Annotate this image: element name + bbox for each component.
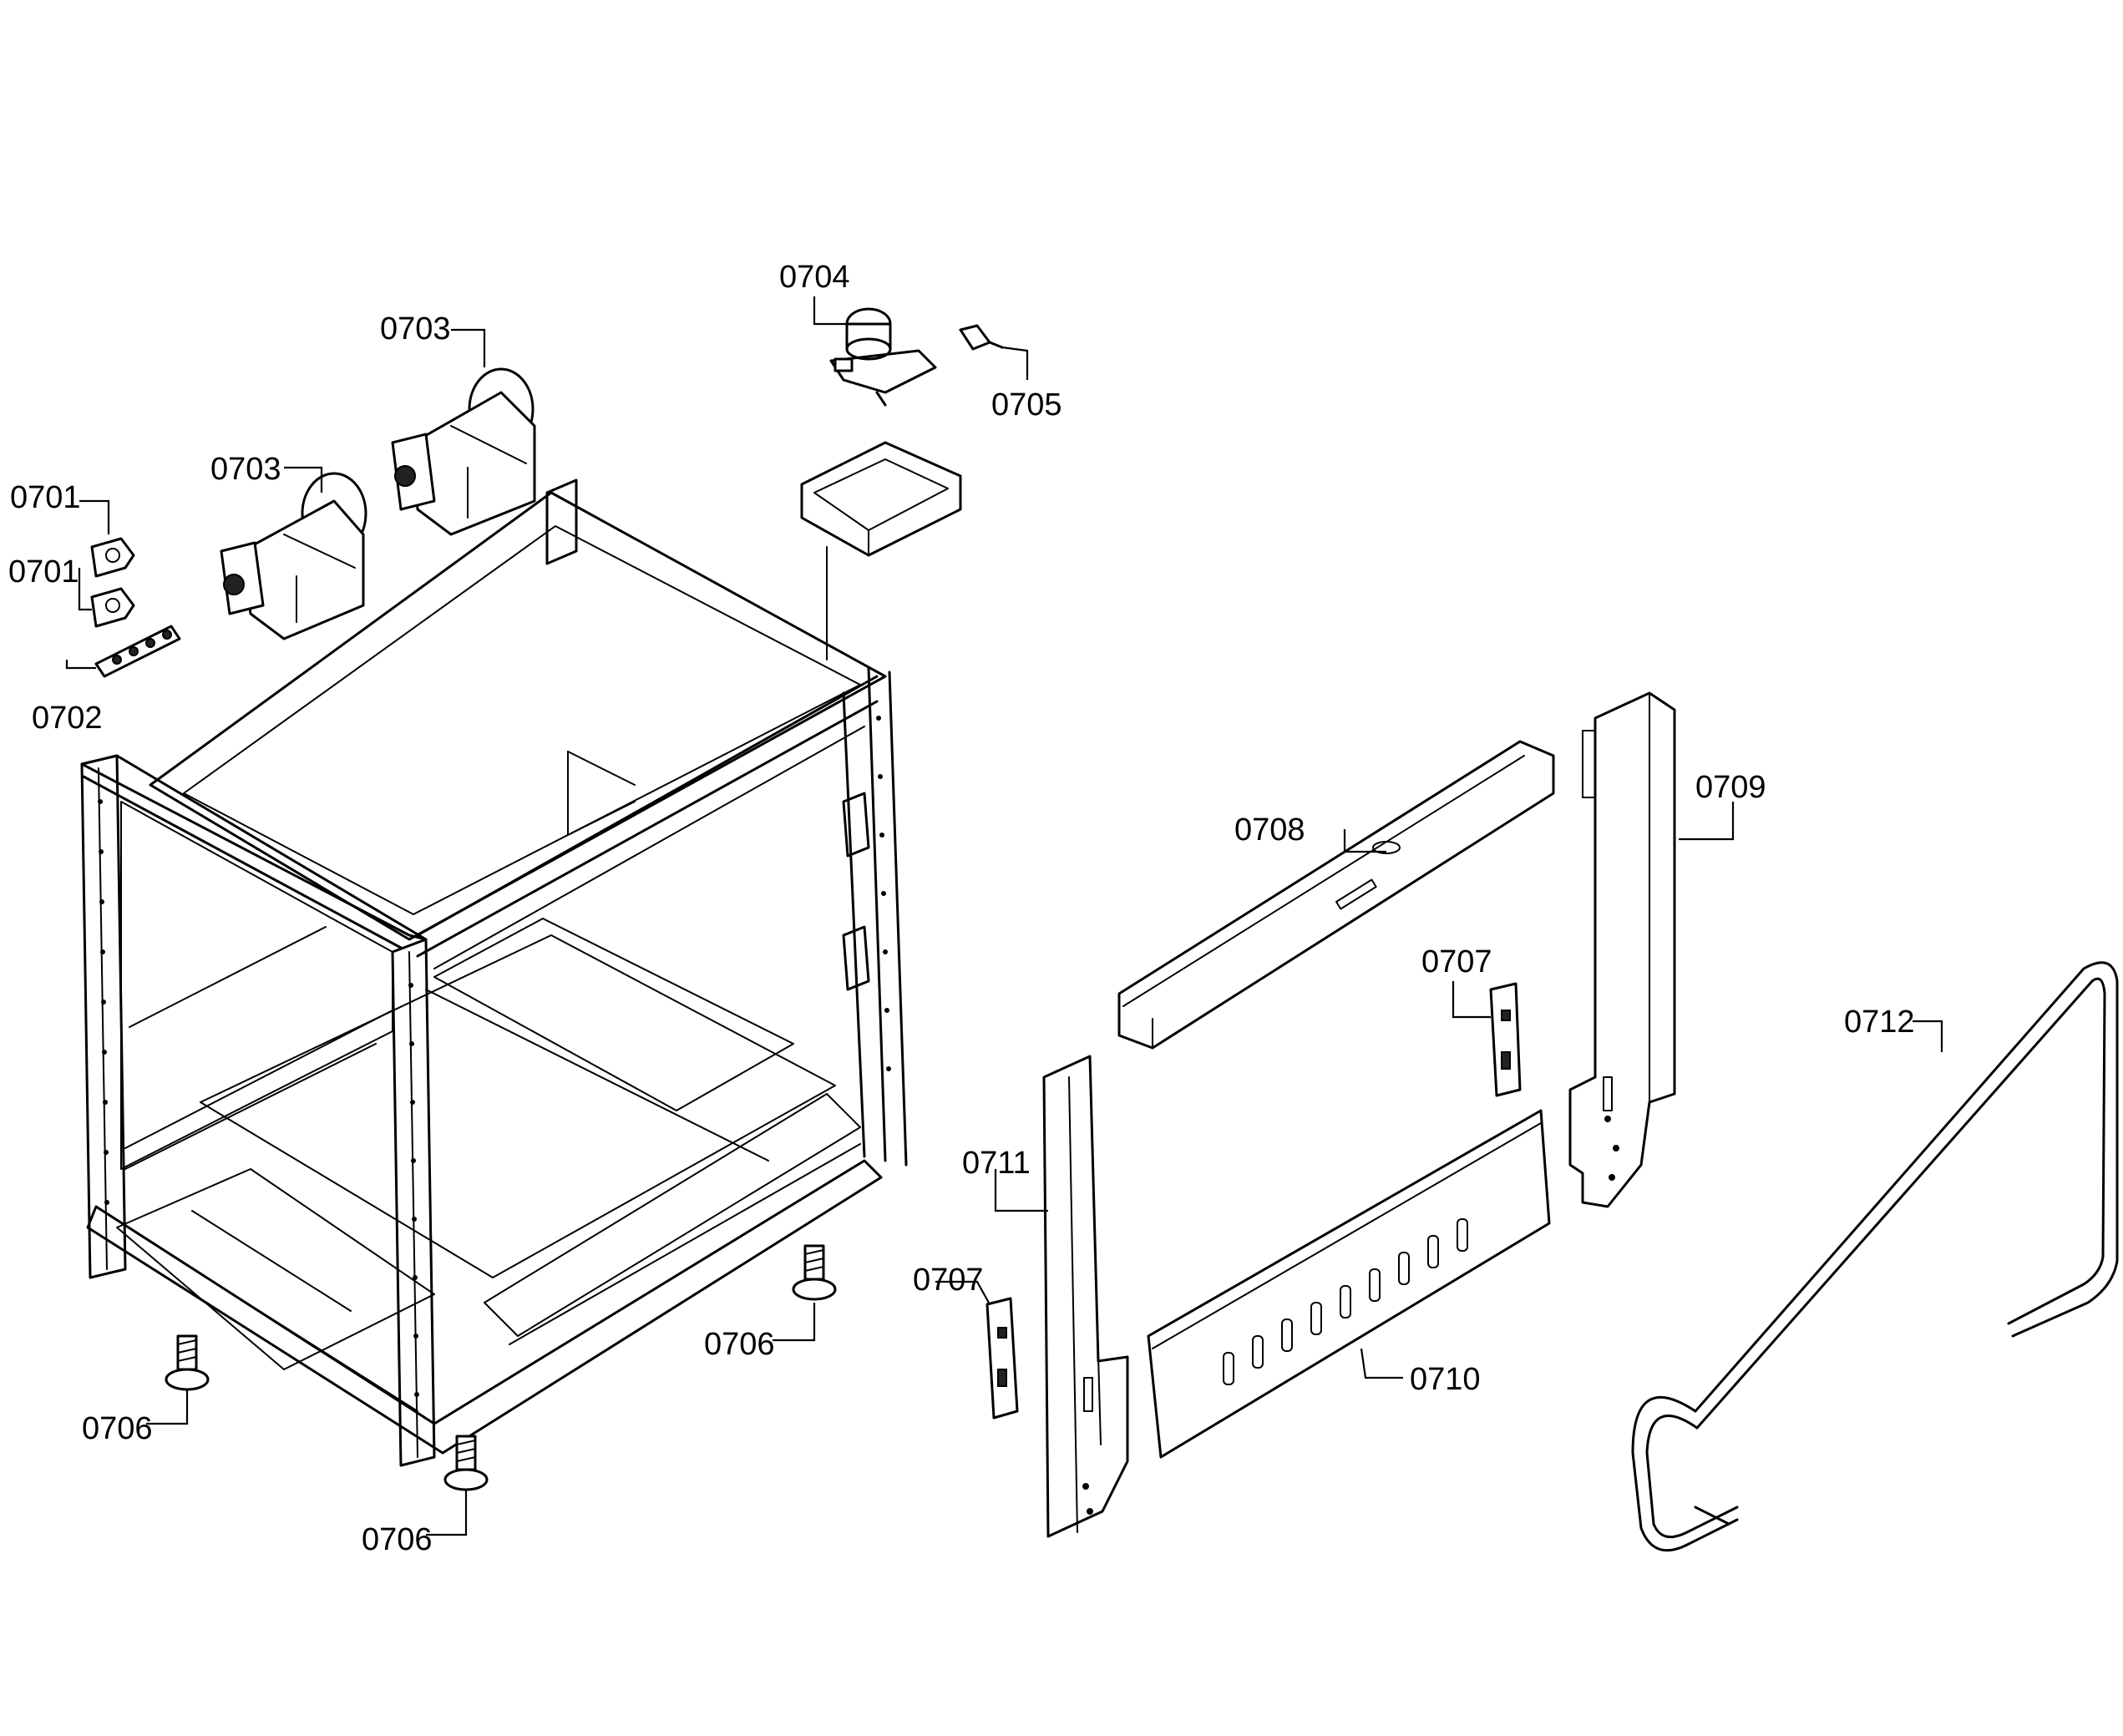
callout-0711: 0711 — [962, 1146, 1031, 1181]
part-0701-switch-upper — [90, 537, 135, 578]
callout-labels: 0701 0701 0702 0703 0703 0704 0705 0706 … — [8, 260, 1915, 1557]
leader-lines — [65, 296, 1943, 1536]
part-0711-left-side-post — [1042, 1055, 1129, 1538]
callout-0706-right: 0706 — [704, 1327, 775, 1362]
part-0707-hinge-lower — [985, 1297, 1019, 1420]
part-0704-motor-assembly — [829, 307, 937, 407]
part-0706-foot-left — [165, 1334, 210, 1391]
part-0707-hinge-upper — [1489, 982, 1522, 1097]
cabinet-frame — [80, 478, 908, 1467]
callout-0707-lower: 0707 — [913, 1263, 984, 1298]
part-0706-foot-right — [792, 1244, 837, 1301]
callout-0702: 0702 — [32, 701, 103, 736]
callout-0707-upper: 0707 — [1421, 944, 1492, 979]
callout-0709: 0709 — [1695, 770, 1766, 805]
part-0705-connector — [959, 324, 1004, 351]
part-0710-vent-panel — [1147, 1109, 1551, 1459]
callout-0701-lower: 0701 — [8, 554, 79, 590]
callout-0705: 0705 — [991, 387, 1062, 423]
callout-0701-upper: 0701 — [10, 480, 81, 515]
part-0704-bracket-tray — [800, 441, 962, 623]
callout-0710: 0710 — [1410, 1362, 1481, 1397]
callout-0706-center: 0706 — [362, 1522, 433, 1557]
part-0709-right-side-post — [1568, 691, 1676, 1208]
callout-0703-upper: 0703 — [380, 311, 451, 347]
callout-0708: 0708 — [1234, 812, 1305, 848]
part-0712-tube-frame — [1631, 961, 2119, 1552]
part-0703-fan-motor-lower — [220, 472, 367, 640]
callout-0712: 0712 — [1844, 1005, 1915, 1040]
part-0702-terminal-block — [94, 625, 181, 678]
part-0701-switch-lower — [90, 587, 135, 628]
callout-0703-lower: 0703 — [210, 452, 281, 487]
part-0708-top-rail — [1117, 740, 1555, 1050]
part-0703-fan-motor-upper — [391, 367, 536, 536]
part-0706-foot-center — [443, 1435, 489, 1491]
callout-0706-left: 0706 — [82, 1411, 153, 1446]
callout-0704: 0704 — [779, 260, 850, 295]
